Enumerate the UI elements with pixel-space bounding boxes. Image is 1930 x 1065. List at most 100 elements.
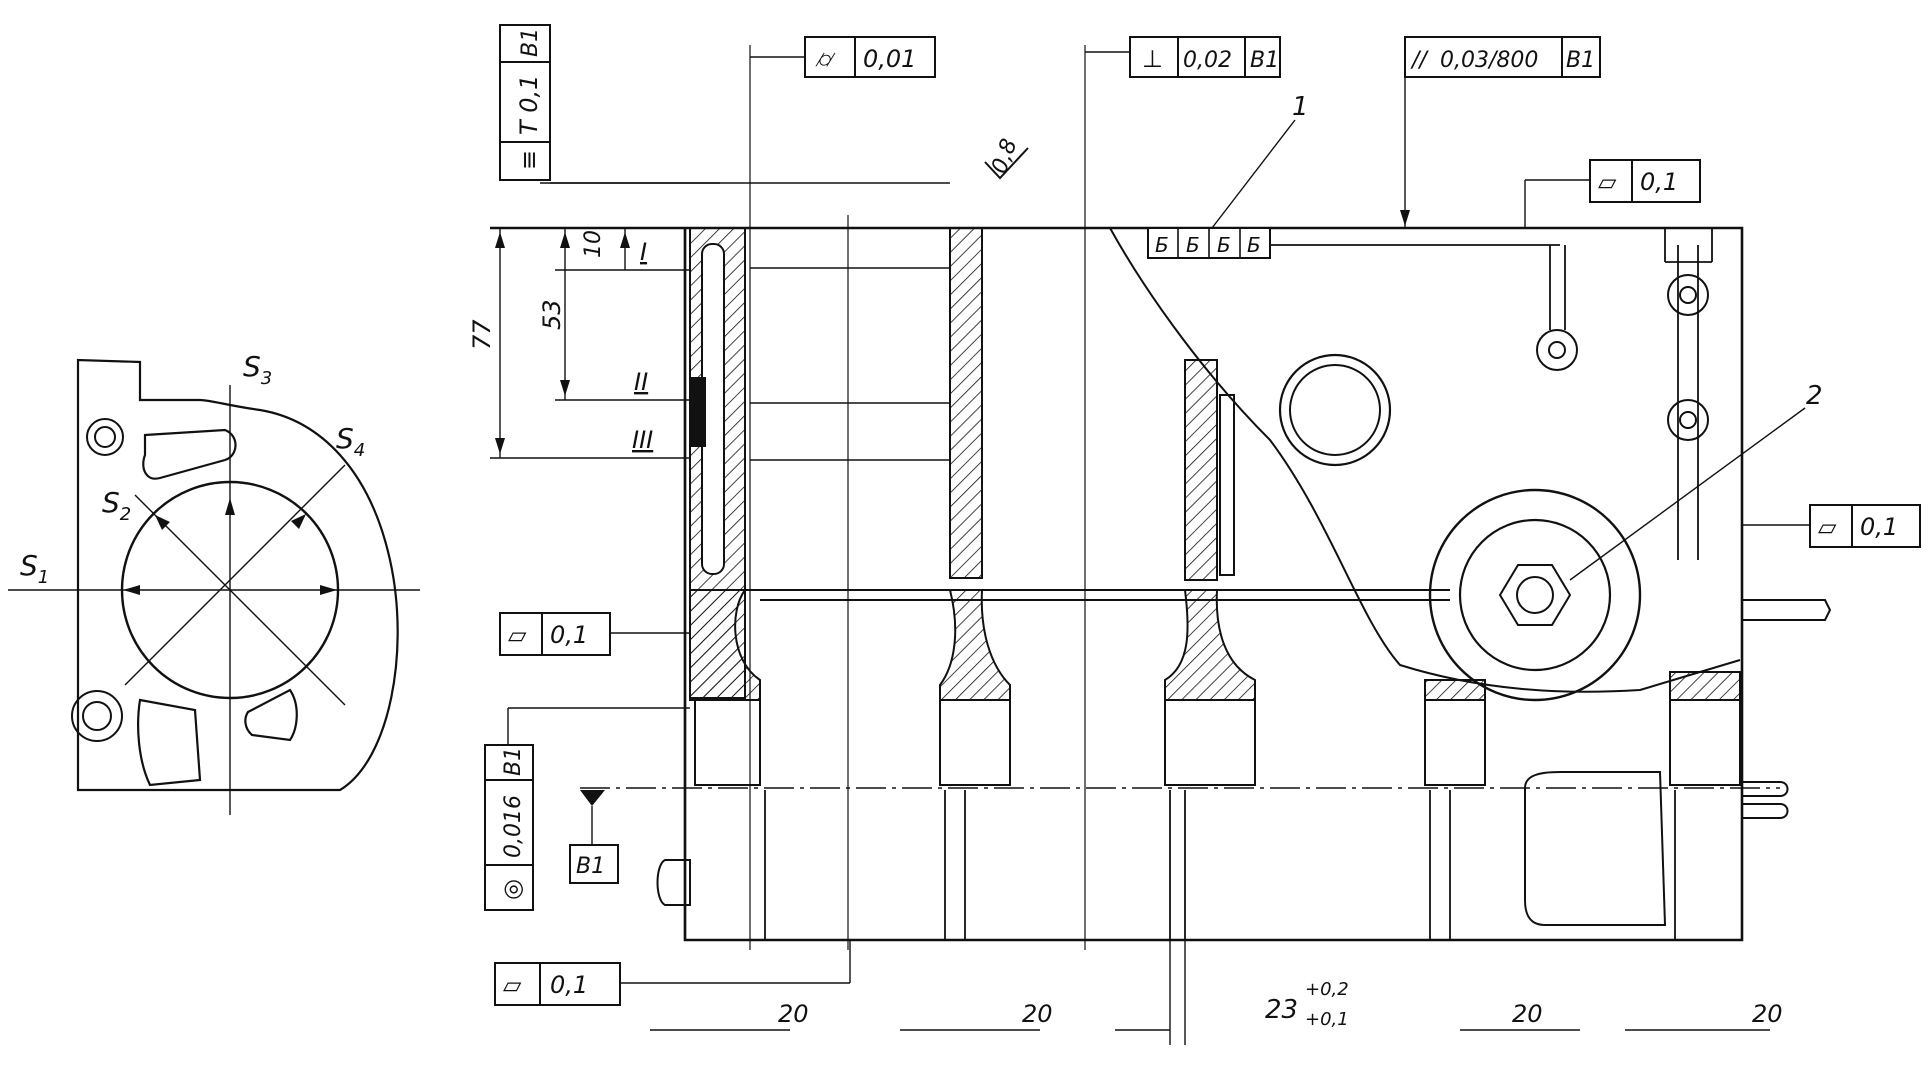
side-stud-upper	[1742, 599, 1832, 621]
section-axes	[8, 385, 420, 815]
parallelism-frame: // 0,03/800 B1	[1404, 36, 1601, 78]
dimension-arrows	[495, 232, 630, 454]
stud-hole-upper	[86, 418, 124, 456]
symmetry-frame: ≡ T 0,1 B1	[499, 24, 551, 181]
side-view-outline	[76, 358, 399, 792]
flatness-frame-bottom: ▱ 0,1	[494, 962, 621, 1006]
svg-text:T 0,1: T 0,1	[515, 75, 543, 135]
plane-label-ii: II	[634, 368, 648, 396]
coolant-port-lower-left	[137, 698, 202, 787]
callout-1-leader	[1211, 119, 1296, 229]
svg-text://: //	[1410, 48, 1429, 73]
svg-text:B1: B1	[1250, 48, 1279, 73]
bottom-dimension-lines	[650, 940, 1770, 1045]
section-label-s4: S4	[336, 422, 365, 461]
crank-pulley-inner	[1458, 518, 1612, 672]
dim-bottom-20-3: 20	[1512, 1000, 1543, 1028]
cylindricity-frame: ⌭ 0,01	[804, 36, 936, 78]
svg-text:0,1: 0,1	[550, 971, 588, 999]
crank-nut	[1498, 564, 1572, 626]
svg-text:▱: ▱	[503, 971, 522, 999]
svg-text:0,016: 0,016	[501, 795, 526, 858]
camshaft-bore	[1278, 353, 1392, 467]
svg-text:Б: Б	[1217, 233, 1231, 257]
svg-text:▱: ▱	[508, 621, 527, 649]
svg-text:⌭: ⌭	[815, 45, 836, 73]
svg-text:0,03/800: 0,03/800	[1440, 48, 1538, 73]
water-jacket-right	[1219, 394, 1235, 576]
bearing-saddle-2	[939, 589, 1011, 701]
side-stud-lower	[1742, 781, 1789, 819]
roughness-symbol: 0,8	[984, 136, 1029, 180]
crank-nut-hole	[1516, 576, 1554, 614]
cylinder-marks: Б Б Б Б	[1147, 227, 1271, 259]
svg-text:Б: Б	[1247, 233, 1261, 257]
svg-text:B1: B1	[518, 28, 543, 57]
dim-bottom-23: 23	[1265, 995, 1298, 1025]
block-outline	[490, 226, 1744, 942]
left-lower-boss	[656, 859, 691, 906]
dim-10: 10	[581, 230, 606, 258]
oil-pan-box	[1524, 771, 1667, 926]
svg-text:0,02: 0,02	[1183, 48, 1232, 73]
svg-text:0,1: 0,1	[550, 621, 588, 649]
cylinder-wall-right	[1184, 359, 1218, 581]
camshaft-bore-inner	[1289, 364, 1381, 456]
svg-text:0,01: 0,01	[863, 45, 916, 73]
svg-text:0,1: 0,1	[1860, 513, 1898, 541]
dimension-lines	[490, 182, 950, 461]
datum-frame	[569, 844, 619, 884]
dim-bottom-20-1: 20	[778, 1000, 809, 1028]
datum-label: B1	[576, 854, 605, 879]
svg-text:B1: B1	[1566, 48, 1595, 73]
stud-hole-lower-inner	[82, 701, 112, 731]
dim-77: 77	[468, 319, 496, 350]
bearing-saddle-3	[1164, 589, 1256, 701]
svg-text:◎: ◎	[498, 879, 526, 900]
timing-cover-outline	[1109, 227, 1741, 693]
parallelism-arrow	[1400, 210, 1410, 226]
plane-label-iii: III	[632, 426, 653, 454]
dim-53: 53	[538, 299, 566, 330]
section-label-s1: S1	[20, 549, 49, 588]
datum-triangle	[580, 790, 605, 806]
svg-text:Б: Б	[1155, 233, 1169, 257]
idler-pulleys	[1536, 274, 1709, 441]
cylinder-wall-mid	[949, 227, 983, 579]
stud-hole-upper-inner	[94, 426, 116, 448]
flatness-frame-right: ▱ 0,1	[1809, 504, 1921, 548]
lower-structure	[764, 790, 1676, 940]
dim-tol-upper: +0,2	[1305, 979, 1349, 1000]
stud-hole-lower	[71, 690, 123, 742]
svg-text:0,1: 0,1	[1640, 168, 1678, 196]
callout-2: 2	[1806, 381, 1823, 411]
svg-text:0,8: 0,8	[987, 136, 1022, 177]
main-view	[490, 45, 1832, 950]
svg-text:Б: Б	[1186, 233, 1200, 257]
callout-1: 1	[1292, 92, 1309, 122]
svg-text:▱: ▱	[1818, 513, 1837, 541]
perpendicularity-frame: ⊥ 0,02 B1	[1129, 36, 1281, 78]
section-label-s3: S3	[243, 350, 272, 389]
callout-2-leader	[1569, 407, 1806, 581]
svg-text:B1: B1	[501, 747, 526, 776]
dim-bottom-20-4: 20	[1752, 1000, 1783, 1028]
flatness-frame-left: ▱ 0,1	[499, 612, 611, 656]
coolant-port-upper	[142, 428, 237, 480]
side-view: S1 S2 S3 S4	[8, 350, 420, 815]
bearing-caps	[694, 699, 1741, 786]
plane-label-i: I	[640, 238, 647, 266]
svg-text:⊥: ⊥	[1142, 45, 1163, 73]
dim-tol-lower: +0,1	[1305, 1009, 1349, 1030]
crank-pulley-outer	[1428, 488, 1642, 702]
section-arrows	[123, 498, 337, 595]
measurement-plug	[690, 377, 706, 447]
svg-text:▱: ▱	[1598, 168, 1617, 196]
oil-passages	[1180, 228, 1713, 560]
coaxiality-frame: ◎ 0,016 B1	[484, 744, 534, 911]
bearing-saddle-5	[1669, 671, 1741, 701]
flatness-frame-top: ▱ 0,1	[1589, 159, 1701, 203]
bearing-saddle-1	[689, 589, 761, 701]
coolant-port-lower-right	[244, 688, 298, 742]
